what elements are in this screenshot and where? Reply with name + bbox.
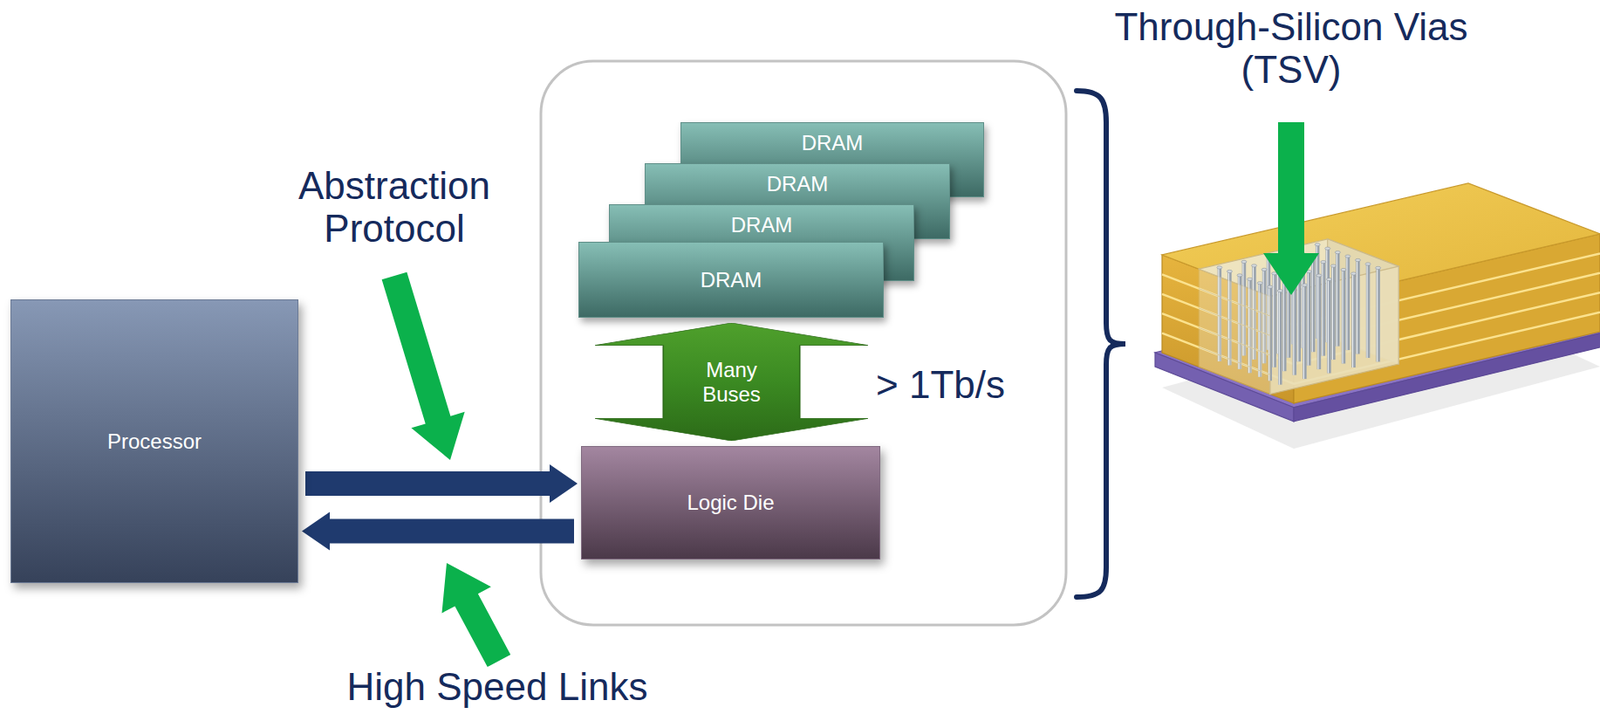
tsv-pillar [1366, 263, 1371, 358]
tsv-top [1301, 283, 1307, 287]
tsv-pillar [1271, 273, 1277, 368]
box-text: Logic Die [686, 490, 774, 515]
tsv-top [1334, 251, 1341, 254]
glass-layer-line [1198, 347, 1271, 375]
bandwidth-label: > 1Tb/s [875, 362, 1060, 406]
tsv-highlight [1321, 261, 1323, 356]
callout-arrow [382, 272, 465, 460]
tsv-highlight [1316, 244, 1318, 339]
tsv-highlight [1283, 277, 1285, 372]
tsv-top [1351, 272, 1357, 275]
tsv-highlight [1307, 271, 1309, 366]
box-text: Processor [107, 429, 202, 454]
tsv-top [1325, 246, 1331, 250]
curly-bracket [1076, 90, 1126, 597]
tsv-top [1241, 259, 1247, 263]
tsv-pillar [1341, 269, 1347, 364]
stack-container [540, 61, 1067, 625]
tsv-highlight [1341, 269, 1343, 364]
tsv-pillar [1302, 285, 1307, 380]
link-arrow [305, 464, 578, 503]
tsv-highlight [1326, 248, 1327, 343]
tsv-pillar [1326, 279, 1332, 374]
tsv-top [1345, 254, 1351, 258]
tsv-highlight [1352, 273, 1354, 368]
callout-arrows [382, 122, 1320, 667]
box-text: DRAM [766, 171, 829, 197]
callout-label: Abstraction Protocol [254, 164, 534, 251]
tsv-top [1316, 273, 1322, 277]
tsv-pillar [1321, 261, 1327, 356]
bus-double-arrow: Many Buses [594, 322, 869, 441]
cutout-front-glass [1198, 268, 1271, 394]
tsv-pillar [1355, 259, 1361, 355]
tsv-pillar [1375, 267, 1381, 363]
tsv-pillar [1317, 275, 1322, 370]
tsv-highlight [1272, 273, 1274, 368]
tsv-highlight [1366, 263, 1368, 358]
box-text: Many Buses [683, 357, 780, 406]
tsv-highlight [1292, 280, 1294, 376]
tsv-pillar [1331, 266, 1336, 361]
tsv-pillar [1335, 252, 1341, 347]
tsv-highlight [1303, 285, 1305, 380]
tsv-top [1247, 277, 1253, 281]
callout-arrow [441, 562, 511, 667]
tsv-highlight [1327, 279, 1329, 374]
tsv-top [1354, 258, 1361, 261]
link-arrow [301, 512, 575, 551]
tsv-pillar [1311, 258, 1316, 353]
tsv-top [1330, 264, 1336, 267]
tsv-top [1314, 243, 1320, 247]
tsv-top [1217, 266, 1223, 269]
tsv-highlight [1312, 258, 1313, 353]
tsv-pillar [1292, 280, 1298, 376]
tsv-pillar [1351, 273, 1356, 368]
tsv-pillar [1346, 256, 1351, 351]
box-text: DRAM [801, 130, 864, 156]
tsv-top [1261, 267, 1267, 271]
tsv-label: Through-Silicon Vias (TSV) [1064, 5, 1518, 92]
tsv-top [1251, 264, 1258, 267]
tsv-highlight [1332, 266, 1334, 361]
tsv-top [1326, 277, 1332, 281]
processor-box: Processor [10, 299, 299, 583]
tsv-highlight [1346, 256, 1348, 351]
tsv-highlight [1336, 252, 1338, 347]
double-arrow-outline [594, 322, 869, 441]
tsv-top [1340, 267, 1347, 271]
tsv-highlight [1317, 275, 1319, 370]
tsv-top [1320, 260, 1327, 264]
logic-die-box: Logic Die [581, 445, 881, 560]
tsv-stack-illustration [1155, 183, 1600, 449]
tsv-highlight [1356, 259, 1358, 355]
callout-arrow [1263, 122, 1320, 295]
tsv-pillar [1282, 277, 1287, 372]
tsv-top [1257, 281, 1263, 285]
tsv-top [1226, 269, 1232, 273]
tsv-top [1237, 273, 1243, 277]
tsv-highlight [1278, 290, 1280, 385]
box-text: DRAM [731, 212, 794, 238]
tsv-highlight [1376, 267, 1378, 363]
tsv-top [1365, 262, 1371, 266]
tsv-top [1267, 285, 1273, 288]
dram-die: DRAM [578, 241, 884, 318]
tsv-pillar [1306, 271, 1312, 366]
tsv-top [1375, 266, 1382, 269]
tsv-pillar [1278, 290, 1283, 385]
callout-label: High Speed Links [331, 664, 664, 708]
box-text: DRAM [700, 267, 763, 293]
tsv-top [1277, 289, 1283, 293]
